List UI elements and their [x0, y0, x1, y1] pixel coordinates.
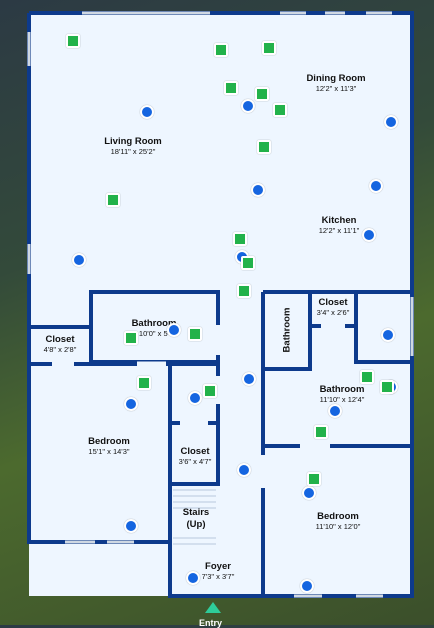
camera-position-icon[interactable] [251, 183, 265, 197]
photo-marker-icon[interactable] [203, 384, 217, 398]
photo-marker-icon[interactable] [124, 331, 138, 345]
camera-position-icon[interactable] [384, 115, 398, 129]
photo-marker-icon[interactable] [233, 232, 247, 246]
camera-position-icon[interactable] [237, 463, 251, 477]
camera-position-icon[interactable] [302, 486, 316, 500]
camera-position-icon[interactable] [328, 404, 342, 418]
photo-marker-icon[interactable] [255, 87, 269, 101]
stairs [173, 489, 216, 545]
photo-marker-icon[interactable] [360, 370, 374, 384]
photo-marker-icon[interactable] [214, 43, 228, 57]
photo-marker-icon[interactable] [237, 284, 251, 298]
camera-position-icon[interactable] [362, 228, 376, 242]
camera-position-icon[interactable] [124, 397, 138, 411]
camera-position-icon[interactable] [140, 105, 154, 119]
entry-label: Entry [199, 618, 223, 628]
camera-position-icon[interactable] [300, 579, 314, 593]
camera-position-icon[interactable] [241, 99, 255, 113]
camera-position-icon[interactable] [369, 179, 383, 193]
photo-marker-icon[interactable] [188, 327, 202, 341]
photo-marker-icon[interactable] [106, 193, 120, 207]
photo-marker-icon[interactable] [224, 81, 238, 95]
photo-marker-icon[interactable] [241, 256, 255, 270]
camera-position-icon[interactable] [72, 253, 86, 267]
photo-marker-icon[interactable] [314, 425, 328, 439]
photo-marker-icon[interactable] [66, 34, 80, 48]
camera-position-icon[interactable] [242, 372, 256, 386]
photo-marker-icon[interactable] [137, 376, 151, 390]
camera-position-icon[interactable] [188, 391, 202, 405]
photo-marker-icon[interactable] [380, 380, 394, 394]
camera-position-icon[interactable] [167, 323, 181, 337]
photo-marker-icon[interactable] [262, 41, 276, 55]
camera-position-icon[interactable] [124, 519, 138, 533]
photo-marker-icon[interactable] [273, 103, 287, 117]
entry-arrow-icon[interactable] [205, 602, 221, 613]
photo-marker-icon[interactable] [257, 140, 271, 154]
photo-marker-icon[interactable] [307, 472, 321, 486]
camera-position-icon[interactable] [186, 571, 200, 585]
camera-position-icon[interactable] [381, 328, 395, 342]
